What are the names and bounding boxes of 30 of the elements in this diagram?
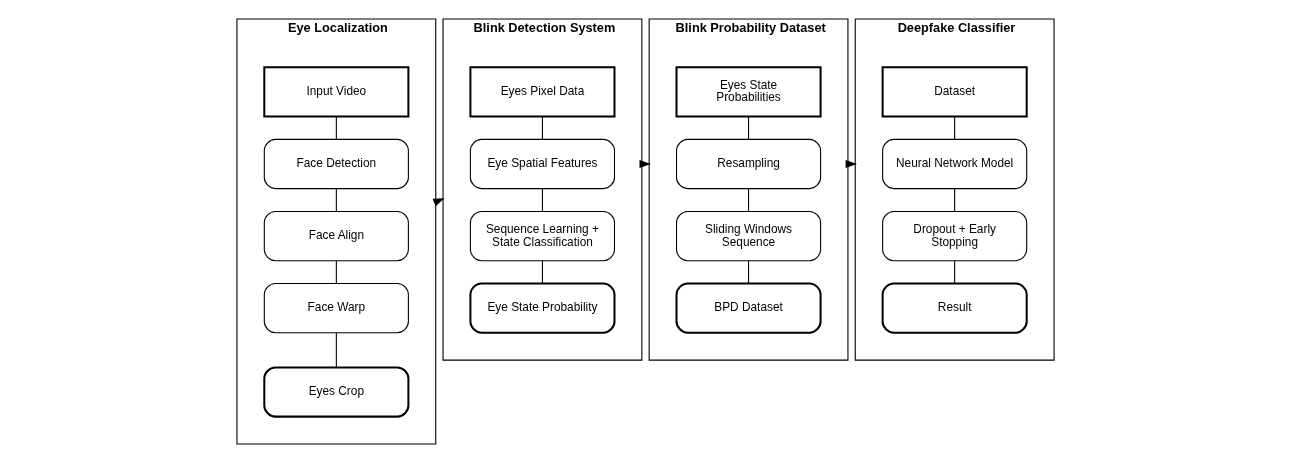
node-box: Resampling — [675, 138, 821, 190]
connector — [747, 116, 749, 140]
node-box: Result — [881, 282, 1028, 334]
node-box: Dropout + Early Stopping — [881, 210, 1027, 262]
node-box: Dataset — [881, 66, 1028, 118]
connector — [335, 260, 337, 284]
node-box: Sliding Windows Sequence — [675, 210, 821, 262]
connector — [953, 116, 955, 140]
connector — [541, 188, 543, 212]
node-box: Eyes State Probabilities — [675, 66, 822, 118]
connector — [747, 188, 749, 212]
node-box: BPD Dataset — [675, 282, 822, 334]
connector — [335, 332, 337, 368]
connector — [541, 260, 543, 284]
node-box: Input Video — [262, 66, 409, 118]
connector — [335, 188, 337, 212]
node-box: Eye State Probability — [468, 282, 615, 334]
node-box: Eyes Crop — [262, 366, 409, 418]
connector — [953, 260, 955, 284]
connector — [747, 260, 749, 284]
node-box: Sequence Learning + State Classification — [469, 210, 615, 262]
connector — [953, 188, 955, 212]
node-box: Eyes Pixel Data — [468, 66, 615, 118]
node-box: Face Detection — [263, 138, 409, 190]
node-box: Face Warp — [263, 282, 409, 334]
node-box: Eye Spatial Features — [469, 138, 615, 190]
connector — [335, 116, 337, 140]
node-box: Face Align — [263, 210, 409, 262]
connector — [541, 116, 543, 140]
node-box: Neural Network Model — [881, 138, 1027, 190]
